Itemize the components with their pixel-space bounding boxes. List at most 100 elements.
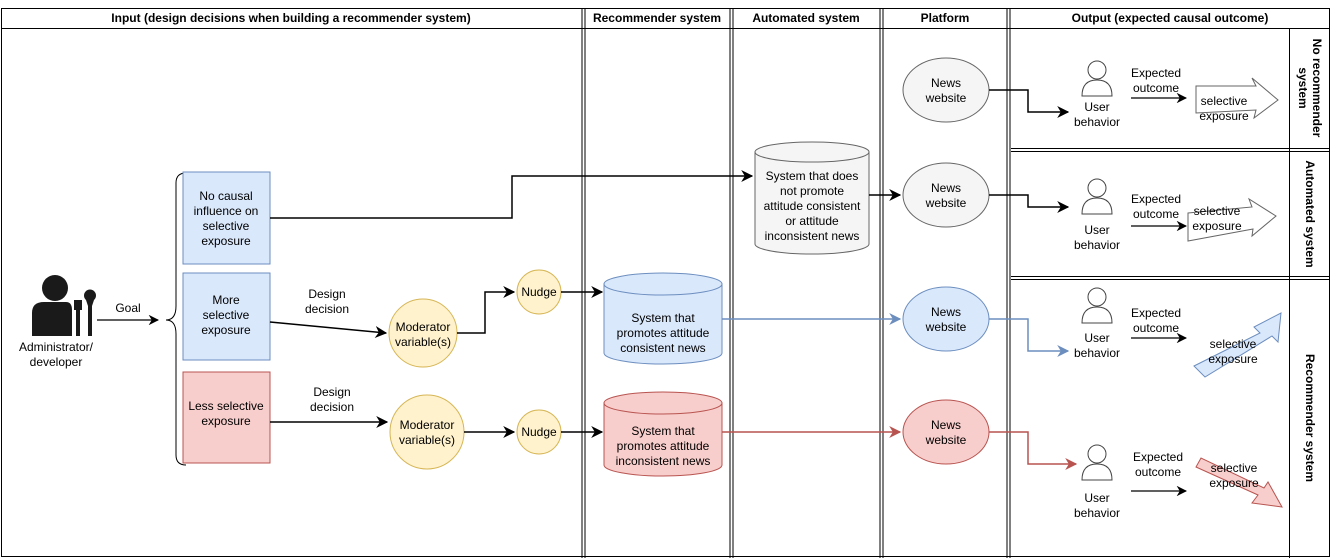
user-icon xyxy=(1081,60,1113,97)
svg-text:selective: selective xyxy=(1210,337,1257,351)
svg-text:exposure: exposure xyxy=(201,414,251,428)
svg-text:selective: selective xyxy=(1194,204,1241,218)
connector-website-to-user-automated xyxy=(989,194,1070,213)
svg-text:No recommender: No recommender xyxy=(1310,39,1324,138)
header-platform: Platform xyxy=(921,11,970,25)
svg-text:Nudge: Nudge xyxy=(521,285,557,299)
header-automated: Automated system xyxy=(752,11,859,25)
svg-text:variable(s): variable(s) xyxy=(395,335,451,349)
design-decision-label-bottom-1: Design xyxy=(313,385,350,399)
svg-text:outcome: outcome xyxy=(1133,81,1179,95)
lane-frames xyxy=(1,8,1330,558)
svg-text:website: website xyxy=(925,91,967,105)
svg-text:outcome: outcome xyxy=(1135,465,1181,479)
connector-website-to-user-no-rec xyxy=(989,89,1070,118)
svg-text:selective: selective xyxy=(203,219,250,233)
svg-text:inconsistent news: inconsistent news xyxy=(616,454,711,468)
svg-text:inconsistent news: inconsistent news xyxy=(765,229,860,243)
svg-text:No causal: No causal xyxy=(199,189,252,203)
svg-text:website: website xyxy=(925,196,967,210)
svg-text:User: User xyxy=(1084,223,1109,237)
svg-text:selective: selective xyxy=(1201,94,1248,108)
expected-outcome-label: Expected outcome xyxy=(1131,66,1181,95)
user-behavior-label: User behavior xyxy=(1074,100,1120,129)
svg-text:exposure: exposure xyxy=(201,234,251,248)
connector-website-to-user-consistent xyxy=(989,318,1070,357)
moderator-circle-bottom: Moderator variable(s) xyxy=(389,394,465,470)
svg-text:or attitude: or attitude xyxy=(785,214,839,228)
svg-text:influence on: influence on xyxy=(194,204,259,218)
svg-text:promotes attitude: promotes attitude xyxy=(617,326,710,340)
header-input: Input (design decisions when building a … xyxy=(111,11,470,25)
header-output: Output (expected causal outcome) xyxy=(1072,11,1269,25)
selective-exposure-label: selective exposure xyxy=(1192,204,1242,233)
svg-text:behavior: behavior xyxy=(1074,506,1120,520)
svg-text:News: News xyxy=(931,305,961,319)
svg-text:selective: selective xyxy=(1211,461,1258,475)
design-decision-label-top-1: Design xyxy=(308,287,345,301)
svg-text:News: News xyxy=(931,418,961,432)
selective-exposure-neutral-icon xyxy=(1195,77,1279,120)
svg-text:News: News xyxy=(931,76,961,90)
expected-outcome-label: Expected outcome xyxy=(1133,450,1183,479)
svg-text:News: News xyxy=(931,181,961,195)
system-cylinder-inconsistent: System that promotes attitude inconsiste… xyxy=(603,391,723,477)
svg-text:More: More xyxy=(212,293,240,307)
svg-text:System that: System that xyxy=(631,424,695,438)
svg-text:selective: selective xyxy=(203,308,250,322)
selective-exposure-decrease-icon xyxy=(1195,457,1283,508)
side-label-automated: Automated system xyxy=(1303,160,1317,267)
svg-text:promotes attitude: promotes attitude xyxy=(617,439,710,453)
goal-box-no-causal: No causal influence on selective exposur… xyxy=(182,171,271,265)
svg-text:System that: System that xyxy=(631,311,695,325)
svg-text:User: User xyxy=(1084,491,1109,505)
svg-text:not promote: not promote xyxy=(780,184,844,198)
svg-text:Recommender system: Recommender system xyxy=(1303,354,1317,482)
svg-text:exposure: exposure xyxy=(1192,219,1242,233)
svg-text:Expected: Expected xyxy=(1131,192,1181,206)
moderator-circle-top: Moderator variable(s) xyxy=(388,298,458,368)
goal-box-more-selective: More selective exposure xyxy=(182,272,271,361)
svg-text:website: website xyxy=(925,433,967,447)
svg-text:behavior: behavior xyxy=(1074,115,1120,129)
selective-exposure-label: selective exposure xyxy=(1209,461,1259,490)
svg-text:outcome: outcome xyxy=(1133,321,1179,335)
svg-text:consistent news: consistent news xyxy=(620,341,705,355)
svg-text:behavior: behavior xyxy=(1074,346,1120,360)
admin-label-line2: developer xyxy=(30,355,83,369)
svg-text:variable(s): variable(s) xyxy=(399,433,455,447)
goal-label: Goal xyxy=(115,301,140,315)
svg-text:Nudge: Nudge xyxy=(521,425,557,439)
news-website-consistent: News website xyxy=(902,286,990,352)
svg-text:Expected: Expected xyxy=(1131,306,1181,320)
connector-moderator-to-nudge-top xyxy=(457,286,516,334)
design-decision-label-bottom-2: decision xyxy=(310,400,354,414)
svg-text:exposure: exposure xyxy=(1199,109,1249,123)
user-icon xyxy=(1081,444,1113,481)
system-cylinder-automated: System that does not promote attitude co… xyxy=(754,141,870,255)
news-website-automated: News website xyxy=(902,162,990,228)
admin-label-line1: Administrator/ xyxy=(19,340,94,354)
svg-text:Expected: Expected xyxy=(1133,450,1183,464)
system-cylinder-consistent: System that promotes attitude consistent… xyxy=(603,272,723,365)
user-behavior-label: User behavior xyxy=(1074,223,1120,252)
expected-outcome-label: Expected outcome xyxy=(1131,192,1181,221)
svg-text:Expected: Expected xyxy=(1131,66,1181,80)
svg-text:System that does: System that does xyxy=(766,169,859,183)
svg-text:User: User xyxy=(1084,100,1109,114)
svg-text:User: User xyxy=(1084,331,1109,345)
svg-text:attitude consistent: attitude consistent xyxy=(764,199,861,213)
news-website-no-recommender: News website xyxy=(902,57,990,123)
selective-exposure-increase-icon xyxy=(1193,312,1282,378)
svg-text:exposure: exposure xyxy=(201,323,251,337)
user-behavior-label: User behavior xyxy=(1074,491,1120,520)
side-label-no-recommender: No recommender system xyxy=(1296,39,1324,138)
connector-no-causal-to-automated xyxy=(270,170,754,219)
svg-text:website: website xyxy=(925,320,967,334)
svg-text:Automated system: Automated system xyxy=(1303,160,1317,267)
administrator-icon xyxy=(32,275,97,336)
svg-text:exposure: exposure xyxy=(1208,352,1258,366)
selective-exposure-label: selective exposure xyxy=(1208,337,1258,366)
svg-text:outcome: outcome xyxy=(1133,207,1179,221)
